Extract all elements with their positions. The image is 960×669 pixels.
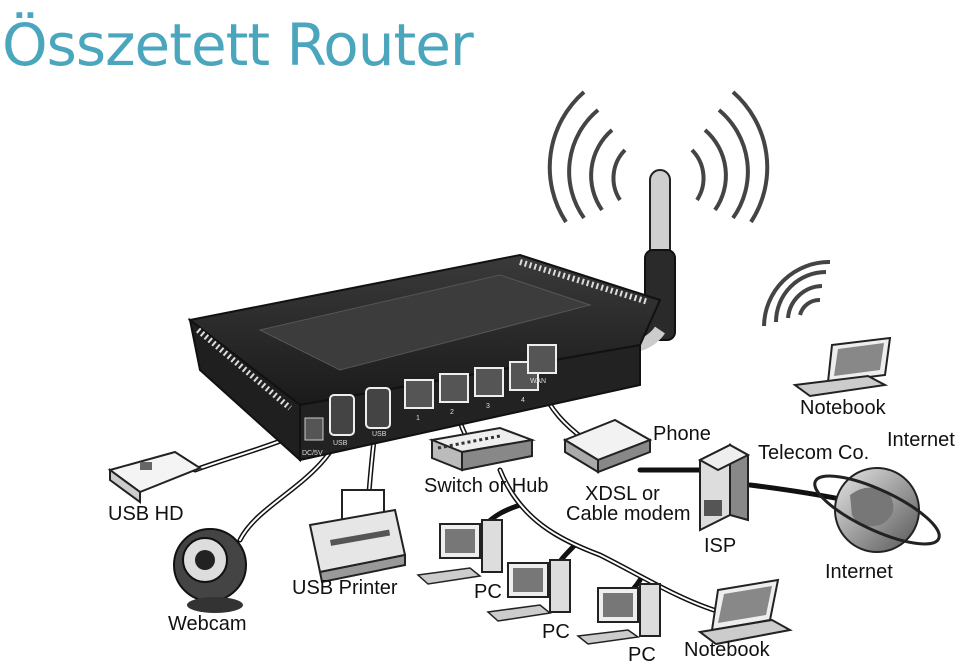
label-usb-printer: USB Printer — [292, 577, 398, 599]
label-xdsl-line2: Cable modem — [566, 503, 691, 525]
pc-3-keyboard — [576, 629, 640, 645]
port-usb-2 — [365, 387, 391, 429]
antenna-base — [644, 249, 676, 341]
pc-1-screen — [445, 529, 475, 553]
label-pc-3: PC — [628, 644, 656, 666]
pc-2-device — [486, 559, 571, 622]
wifi-arc-right-1 — [690, 148, 706, 202]
pc-1-device — [416, 519, 503, 585]
webcam-stand — [187, 597, 243, 613]
label-switch-hub: Switch or Hub — [424, 475, 549, 497]
pc-1-tower — [481, 519, 503, 573]
pc-2-keyboard — [486, 604, 552, 622]
pc-1-keyboard — [416, 567, 482, 585]
notebook-wifi-display — [834, 343, 884, 376]
port-lan-2-label: 2 — [450, 409, 454, 416]
printer-device — [308, 489, 407, 584]
webcam-device — [173, 528, 247, 613]
wifi-nb-arc-3 — [774, 270, 827, 323]
router-vents-left — [196, 327, 292, 411]
port-lan-3 — [474, 367, 504, 397]
label-internet-globe: Internet — [825, 561, 893, 583]
router-vents-right — [519, 259, 649, 305]
label-notebook-wifi: Notebook — [800, 397, 887, 419]
label-phone: Phone — [653, 423, 711, 445]
port-power-label: DC/5V — [302, 450, 323, 457]
label-notebook-lan: Notebook — [684, 639, 771, 661]
isp-top — [697, 443, 751, 472]
wifi-arc-right-3 — [717, 108, 750, 220]
port-power — [304, 417, 324, 441]
port-lan-1-label: 1 — [416, 415, 420, 422]
notebook-wifi-device — [792, 336, 892, 398]
port-lan-3-label: 3 — [486, 403, 490, 410]
label-webcam: Webcam — [168, 613, 247, 635]
wifi-arc-left-3 — [567, 108, 600, 220]
wifi-waves-router — [547, 90, 770, 224]
globe-orbit — [813, 474, 941, 546]
pc-2-screen — [513, 568, 543, 592]
label-xdsl-line1: XDSL or — [585, 483, 660, 505]
notebook-wifi-base — [792, 374, 889, 398]
page-title: Összetett Router — [2, 11, 474, 79]
usb-hd-side — [109, 468, 141, 504]
wifi-arc-left-1 — [611, 148, 627, 202]
usb-hd-device — [107, 450, 203, 504]
wifi-nb-arc-4 — [762, 259, 831, 327]
wifi-arc-left-2 — [589, 128, 614, 212]
usb-hd-led — [140, 462, 152, 470]
printer-slot — [329, 529, 391, 546]
label-internet-top: Internet — [887, 429, 955, 451]
wifi-waves-notebook — [762, 259, 831, 327]
wifi-nb-arc-1 — [798, 298, 821, 316]
label-pc-1: PC — [474, 581, 502, 603]
pc-3-screen — [603, 593, 633, 617]
notebook-lan-device — [697, 578, 793, 646]
pc-3-device — [576, 583, 661, 645]
switch-device — [428, 426, 536, 472]
isp-drive — [704, 500, 722, 516]
port-usb-2-label: USB — [372, 431, 387, 438]
port-lan-2 — [439, 373, 469, 403]
wifi-nb-arc-2 — [786, 284, 823, 319]
label-isp: ISP — [704, 535, 736, 557]
switch-ports — [437, 434, 501, 450]
switch-side — [461, 438, 533, 472]
cable-isp-internet — [747, 482, 848, 503]
port-wan — [527, 344, 557, 374]
router-left-side — [188, 317, 301, 463]
notebook-lan-base — [697, 618, 793, 646]
printer-front — [318, 553, 406, 584]
notebook-lan-display — [718, 586, 772, 623]
router-top-panel — [258, 274, 592, 371]
router: DC/5V USB USB 1 2 3 4 WAN — [187, 253, 662, 463]
pc-2-tower — [549, 559, 571, 613]
label-telecom: Telecom Co. — [758, 442, 869, 464]
isp-server — [697, 443, 751, 532]
port-lan-4-label: 4 — [521, 397, 525, 404]
internet-globe — [813, 467, 941, 553]
globe-continents — [850, 487, 894, 527]
modem-side — [597, 438, 651, 474]
wifi-arc-right-2 — [703, 128, 728, 212]
port-usb-1 — [329, 394, 355, 436]
port-wan-label: WAN — [530, 378, 546, 385]
webcam-lens — [195, 550, 215, 570]
cable-lan-core — [499, 469, 721, 613]
pc-3-tower — [639, 583, 661, 637]
label-usb-hd: USB HD — [108, 503, 184, 525]
port-usb-1-label: USB — [333, 440, 348, 447]
port-lan-1 — [404, 379, 434, 409]
modem-device — [562, 418, 653, 474]
wifi-arc-left-4 — [547, 90, 586, 224]
wifi-arc-right-4 — [731, 90, 770, 224]
label-pc-2: PC — [542, 621, 570, 643]
